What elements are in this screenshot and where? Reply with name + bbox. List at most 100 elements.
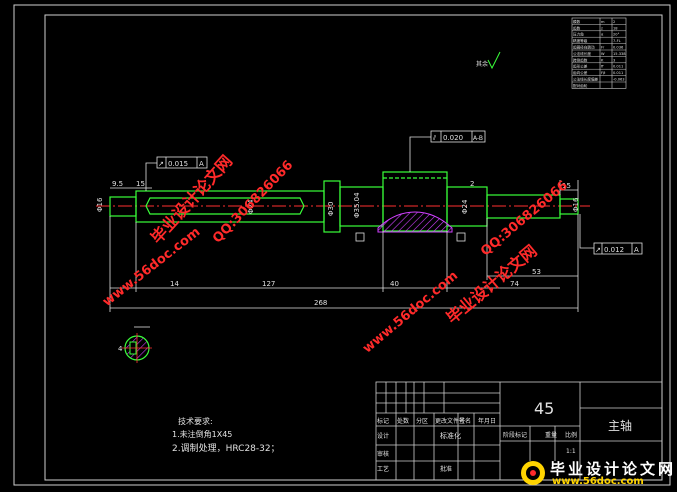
datum-b-marker xyxy=(456,232,466,242)
svg-text:年月日: 年月日 xyxy=(478,417,496,425)
svg-text:A: A xyxy=(634,246,639,254)
outer-frame xyxy=(13,4,671,486)
param-table-cell: W xyxy=(601,52,605,56)
tech-req-1: 1.未注倒角1X45 xyxy=(172,429,232,439)
svg-text:审核: 审核 xyxy=(377,450,389,458)
param-table-cell: 模数 xyxy=(573,19,581,24)
roughness-symbol xyxy=(487,51,501,70)
tech-req-2: 2.调制处理，HRC28-32； xyxy=(172,442,280,454)
param-table-cell: 3 xyxy=(613,58,615,62)
svg-text:↗: ↗ xyxy=(595,246,601,254)
logo-title: 毕业设计论文网 xyxy=(550,460,677,478)
param-table-cell: K xyxy=(601,58,604,62)
dimension-texts: 268 127 14 40 74 53 9.5 15 15 2 Φ16 Φ24 … xyxy=(96,180,580,307)
dim-14: 14 xyxy=(170,280,179,288)
svg-text:工艺: 工艺 xyxy=(377,465,389,473)
param-table-cell: 配对齿轮 xyxy=(573,83,588,88)
param-table-cell: 20° xyxy=(613,33,620,37)
param-table-cell: 精度等级 xyxy=(573,38,588,43)
param-table-cell: 0.036 xyxy=(613,46,624,50)
dim-d16-right: Φ16 xyxy=(572,197,580,212)
dim-d24-right: Φ24 xyxy=(461,199,469,214)
svg-text:设计: 设计 xyxy=(377,432,389,440)
tb-material: 45 xyxy=(534,399,554,418)
svg-text:A: A xyxy=(199,160,204,168)
svg-text:比例: 比例 xyxy=(565,431,577,439)
param-table-cell: z xyxy=(601,26,603,30)
svg-text:批准: 批准 xyxy=(440,465,452,473)
param-table-cell: α xyxy=(601,33,604,37)
tb-part-name: 主轴 xyxy=(608,418,632,433)
param-table-cell: 0.011 xyxy=(613,71,623,75)
dim-9-5: 9.5 xyxy=(112,180,123,188)
svg-text:标准化: 标准化 xyxy=(440,431,461,440)
inner-frame xyxy=(44,14,663,481)
roughness-other-label: 其余 xyxy=(476,60,488,68)
gear-hatch xyxy=(377,211,453,233)
param-table-cell: 15.338 xyxy=(613,52,626,56)
svg-text:标记: 标记 xyxy=(377,417,389,425)
svg-text:0.020: 0.020 xyxy=(443,134,463,142)
svg-text:签名: 签名 xyxy=(459,417,471,425)
svg-text:0.012: 0.012 xyxy=(604,246,624,254)
dim-74: 74 xyxy=(510,280,519,288)
dim-d35: Φ35.04 xyxy=(353,192,361,218)
datum-a-marker xyxy=(355,232,365,242)
dim-2: 2 xyxy=(470,180,474,188)
param-table-cell: 齿形公差 xyxy=(573,64,588,69)
param-table-cell: 齿圈径向跳动 xyxy=(573,45,595,50)
title-block xyxy=(375,381,663,481)
dim-d24: Φ24 xyxy=(247,199,255,214)
dim-d30: Φ30 xyxy=(327,202,335,216)
param-table-cell: -0.063 xyxy=(613,78,625,82)
param-table-frame xyxy=(571,17,627,89)
param-table-cell: Fβ xyxy=(601,71,606,75)
dim-127: 127 xyxy=(262,280,275,288)
tb-scale: 1:1 xyxy=(566,448,576,455)
param-table-cell: 公法线长度偏差 xyxy=(573,77,599,82)
gdt-top: ⫽ 0.020 A-B xyxy=(409,130,486,172)
section-dim: 4 xyxy=(118,345,123,353)
shaft-seg-end xyxy=(559,198,579,215)
param-table-cell: m xyxy=(601,20,605,24)
param-table-cell: 2 xyxy=(613,20,615,24)
dim-15: 15 xyxy=(136,180,145,188)
svg-text:↗: ↗ xyxy=(158,160,164,168)
roughness-other: 其余 xyxy=(476,51,501,70)
dim-40: 40 xyxy=(390,280,399,288)
svg-text:重量: 重量 xyxy=(545,431,557,439)
gdt-frames: ⫽ 0.020 A-B ↗ 0.015 A ↗ 0.012 A xyxy=(145,130,643,255)
param-table-cell: 跨测齿数 xyxy=(573,57,588,62)
param-table-cell: 压力角 xyxy=(573,32,584,37)
param-table-cell: 0.011 xyxy=(613,65,623,69)
svg-text:更改文件号: 更改文件号 xyxy=(435,417,465,425)
param-table-cell: Fr xyxy=(601,46,605,50)
dimension-lines xyxy=(109,180,579,312)
title-block-text: 45 主轴 标记 处数 分区 更改文件号 签名 年月日 设计 标准化 审核 工艺… xyxy=(377,399,632,473)
dim-15-right: 15 xyxy=(562,182,571,190)
gdt-right: ↗ 0.012 A xyxy=(579,214,643,255)
svg-text:A-B: A-B xyxy=(473,135,483,142)
svg-text:阶段标记: 阶段标记 xyxy=(503,431,527,439)
param-table-cell: 齿数 xyxy=(573,25,581,30)
svg-text:0.015: 0.015 xyxy=(168,160,188,168)
logo-mark-icon xyxy=(521,461,545,485)
gdt-left: ↗ 0.015 A xyxy=(145,156,208,191)
section-view: 4 xyxy=(118,326,152,363)
svg-text:分区: 分区 xyxy=(416,417,428,425)
dim-268: 268 xyxy=(314,299,327,307)
tech-requirements: 技术要求: 1.未注倒角1X45 2.调制处理，HRC28-32； xyxy=(172,416,280,454)
site-logo[interactable]: 毕业设计论文网 www.56doc.com xyxy=(512,456,677,492)
param-table-cell: ff xyxy=(601,65,604,69)
param-table-cell: 7-FL xyxy=(613,39,621,43)
svg-text:⫽: ⫽ xyxy=(432,134,437,142)
dim-53: 53 xyxy=(532,268,541,276)
dim-d16-left: Φ16 xyxy=(96,197,104,212)
param-table-cell: 齿向公差 xyxy=(573,70,588,75)
svg-text:处数: 处数 xyxy=(397,417,409,425)
keyway xyxy=(145,197,305,215)
tech-req-title: 技术要求: xyxy=(178,416,213,426)
param-table-cell: 公法线长度 xyxy=(573,51,591,56)
